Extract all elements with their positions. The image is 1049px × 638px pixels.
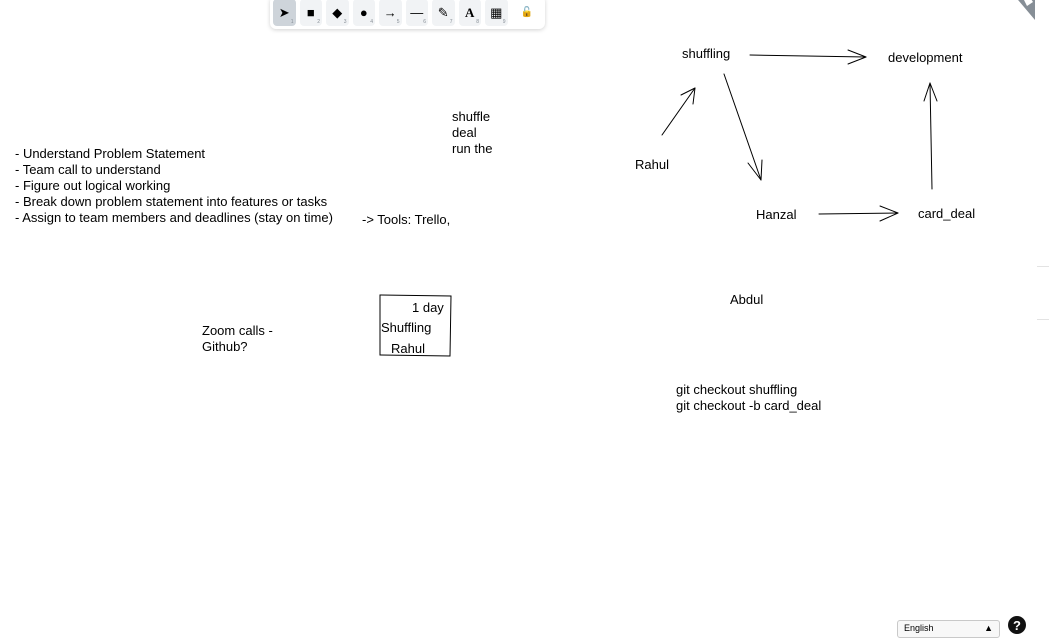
- lock-icon[interactable]: 🔓: [516, 0, 539, 26]
- git-commands[interactable]: git checkout shuffling git checkout -b c…: [676, 382, 822, 413]
- draw-tool-icon[interactable]: ✎7: [432, 0, 455, 26]
- planning-checklist[interactable]: - Understand Problem Statement - Team ca…: [15, 146, 333, 225]
- rectangle-tool-icon[interactable]: ■2: [299, 0, 322, 26]
- tools-note[interactable]: -> Tools: Trello,: [362, 212, 451, 227]
- scrollbar-edge: [1037, 319, 1049, 320]
- language-value: English: [904, 623, 934, 633]
- ellipse-glyph: ●: [359, 5, 368, 20]
- help-icon[interactable]: ?: [1008, 616, 1026, 634]
- language-select[interactable]: English ▲: [897, 620, 1000, 638]
- node-abdul[interactable]: Abdul: [730, 292, 764, 307]
- card-owner[interactable]: Rahul: [391, 341, 425, 356]
- node-card-deal[interactable]: card_deal: [918, 206, 976, 221]
- arrow-rahul-shuffling: [661, 87, 696, 136]
- line-glyph: —: [410, 5, 424, 20]
- chevron-up-icon: ▲: [984, 623, 993, 633]
- arrow-tool-icon[interactable]: →5: [379, 0, 402, 26]
- shortcut-number: 2: [317, 19, 320, 25]
- arrow-card-deal-development: [923, 82, 938, 190]
- card-day[interactable]: 1 day: [412, 300, 444, 315]
- selection-tool-icon[interactable]: ➤1: [273, 0, 296, 26]
- line-tool-icon[interactable]: —6: [405, 0, 428, 26]
- task-card-box: [379, 294, 452, 357]
- node-rahul[interactable]: Rahul: [635, 157, 669, 172]
- shortcut-number: 5: [396, 19, 400, 25]
- scrollbar-edge: [1037, 266, 1049, 267]
- arrow-shuffling-development: [749, 49, 867, 65]
- rectangle-glyph: ■: [306, 5, 315, 20]
- zoom-note[interactable]: Zoom calls - Github?: [202, 323, 273, 354]
- node-shuffling[interactable]: shuffling: [682, 46, 731, 61]
- github-corner-icon[interactable]: [1013, 0, 1035, 20]
- arrow-glyph: →: [383, 5, 397, 20]
- card-task[interactable]: Shuffling: [381, 320, 432, 335]
- shortcut-number: 7: [449, 19, 453, 25]
- grid-glyph: ▦: [490, 4, 503, 20]
- selection-glyph: ➤: [278, 4, 290, 20]
- shortcut-number: 6: [423, 19, 426, 25]
- arrow-hanzal-card-deal: [818, 205, 899, 222]
- shortcut-number: 4: [370, 19, 373, 25]
- pencil-glyph: ✎: [437, 4, 449, 20]
- arrow-shuffling-hanzal: [723, 73, 763, 181]
- help-glyph: ?: [1013, 617, 1021, 633]
- node-hanzal[interactable]: Hanzal: [756, 207, 797, 222]
- diamond-tool-icon[interactable]: ◆3: [326, 0, 349, 26]
- shuffle-note[interactable]: shuffle deal run the: [452, 109, 493, 156]
- shortcut-number: 9: [502, 19, 506, 25]
- shortcut-number: 1: [290, 19, 294, 25]
- text-glyph: A: [465, 4, 475, 20]
- library-tool-icon[interactable]: ▦9: [485, 0, 508, 26]
- shortcut-number: 8: [476, 19, 479, 25]
- lock-glyph: 🔓: [520, 7, 533, 18]
- diamond-glyph: ◆: [332, 4, 343, 20]
- shortcut-number: 3: [343, 19, 347, 25]
- node-development[interactable]: development: [888, 50, 963, 65]
- ellipse-tool-icon[interactable]: ●4: [352, 0, 375, 26]
